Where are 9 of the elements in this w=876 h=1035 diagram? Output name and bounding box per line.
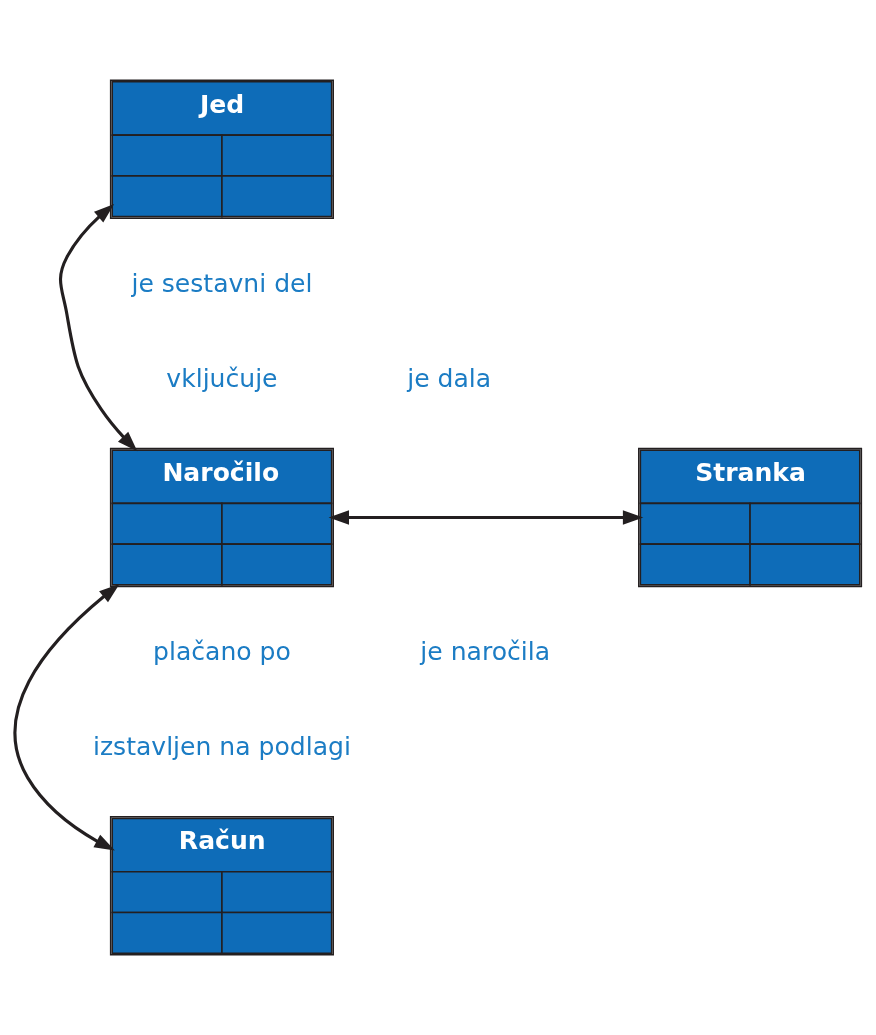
label: plačano po [153, 636, 291, 666]
arrow [328, 510, 644, 525]
label: je dala [407, 364, 492, 394]
label: izstavljen na podlagi [92, 732, 351, 762]
arrow [59, 203, 138, 452]
arrow [13, 584, 120, 851]
label: vključuje [166, 364, 278, 394]
label: je naročila [420, 636, 551, 666]
label: je sestavni del [131, 268, 313, 298]
